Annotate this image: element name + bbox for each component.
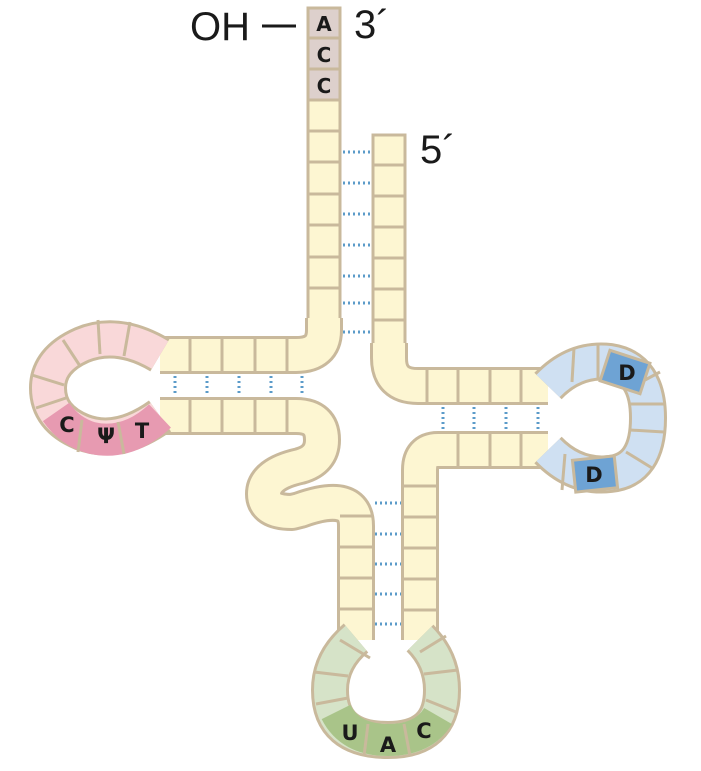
d-arm-stem-boxes xyxy=(425,369,523,467)
acceptor-stem-3prime-boxes xyxy=(306,98,342,322)
acceptor-stem-5prime-strand xyxy=(371,133,407,347)
oh-label: OH xyxy=(190,5,250,49)
d-arm-lower-strand-outline xyxy=(401,431,548,640)
five-prime-label: 5´ xyxy=(420,128,456,172)
d-loop-base-top: D xyxy=(618,361,635,385)
three-prime-label: 3´ xyxy=(354,3,390,47)
hydrogen-bonds xyxy=(173,150,540,626)
t-loop-base-psi: Ψ xyxy=(97,424,115,448)
t-loop-base-c: C xyxy=(59,413,74,437)
anticodon-highlight xyxy=(321,704,452,756)
d-loop xyxy=(534,342,667,494)
d-loop-highlight-bottom xyxy=(570,454,620,494)
anticodon-base-u: U xyxy=(341,721,358,745)
d-loop-base-bottom: D xyxy=(585,463,602,487)
variable-loop xyxy=(160,400,372,542)
acceptor-stem-3prime-strand xyxy=(306,6,342,322)
t-loop xyxy=(29,319,172,456)
anticodon-base-c: C xyxy=(416,719,431,743)
t-loop-highlight xyxy=(42,402,171,456)
anticodon-base-a: A xyxy=(380,733,397,757)
anticodon-loop xyxy=(311,623,461,759)
t-loop-base-t: T xyxy=(135,419,150,443)
acceptor-base-3: C xyxy=(317,74,332,98)
t-arm-stem-boxes xyxy=(188,338,289,433)
acceptor-base-2: C xyxy=(317,43,332,67)
acceptor-base-1: A xyxy=(316,12,332,36)
